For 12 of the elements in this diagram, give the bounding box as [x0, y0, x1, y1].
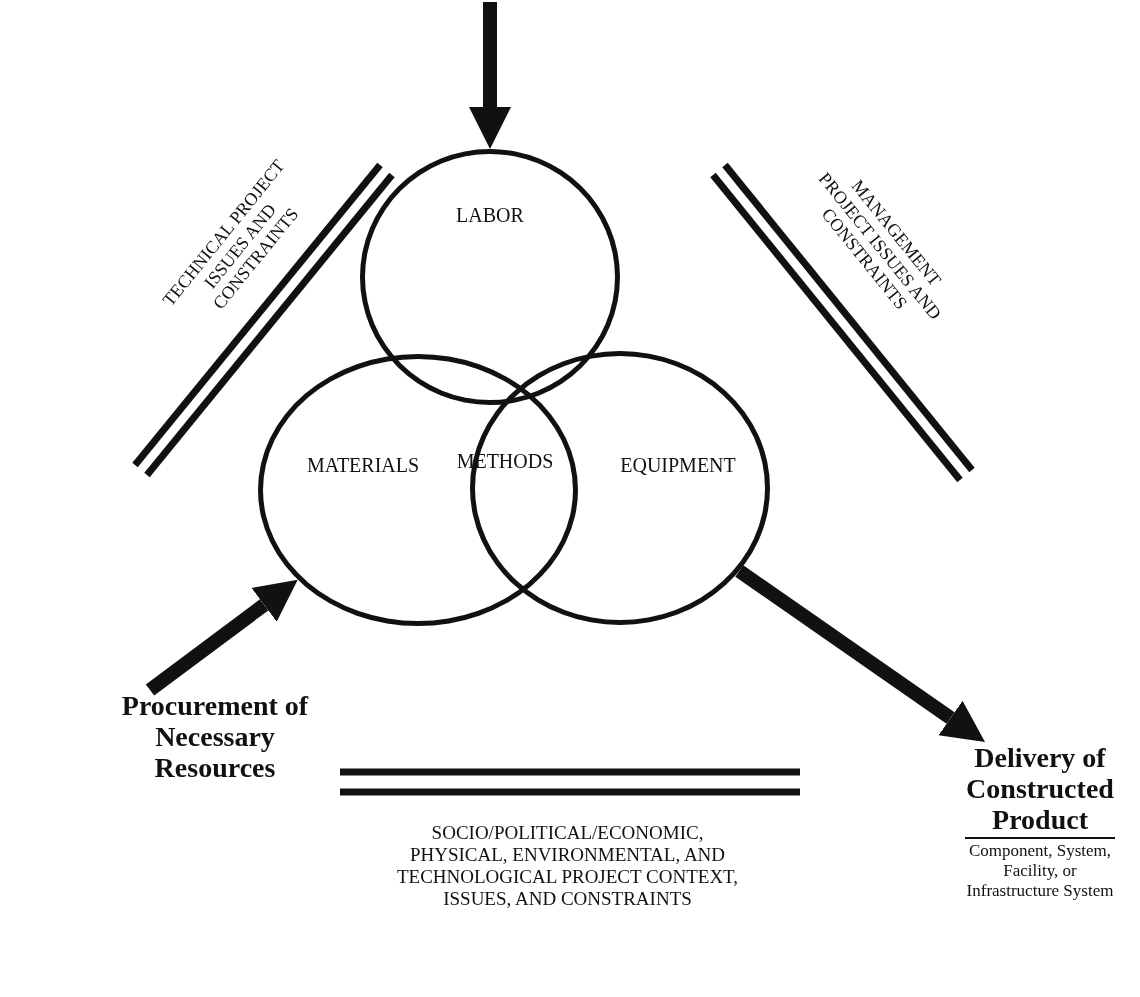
heading-text: Delivery of Constructed Product — [965, 742, 1115, 835]
venn-circle — [258, 354, 578, 626]
context-label: SOCIO/POLITICAL/ECONOMIC, PHYSICAL, ENVIRONMENTAL, AND TECHNOLOGICAL PROJECT CONTEXT, ISSUES, AND CONSTRAINTS — [395, 822, 740, 910]
venn-circle — [360, 149, 620, 405]
arrow — [735, 565, 985, 742]
subtitle-text: Component, System, Facility, or Infrastructure System — [965, 837, 1115, 901]
heading-text: Procurement of Necessary Resources — [120, 690, 310, 783]
circle-label: EQUIPMENT — [620, 453, 736, 477]
arrow — [145, 579, 298, 696]
circle-label: MATERIALS — [306, 453, 420, 477]
arrow — [469, 2, 511, 149]
circle-label: LABOR — [456, 203, 524, 227]
